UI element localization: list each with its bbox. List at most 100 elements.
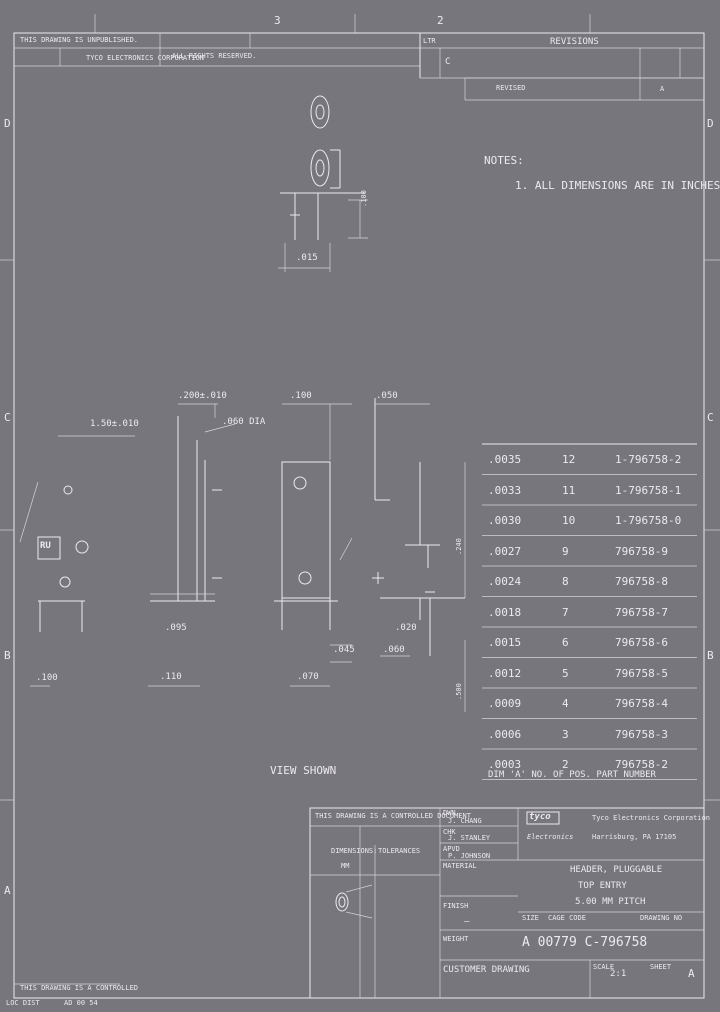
table-cell-part: 1-796758-2 bbox=[615, 453, 682, 466]
title-line-3: 5.00 MM PITCH bbox=[575, 897, 646, 907]
dim-070: .070 bbox=[297, 672, 319, 682]
zone-row-a: A bbox=[4, 884, 11, 897]
table-cell-pos: 9 bbox=[562, 544, 569, 558]
view-label: VIEW SHOWN bbox=[270, 764, 337, 777]
revision-date: A bbox=[660, 85, 665, 93]
unpublished-notice: THIS DRAWING IS UNPUBLISHED. bbox=[20, 36, 139, 44]
table-cell-dim: .0003 bbox=[488, 758, 522, 771]
dim-500-vertical: .500 bbox=[455, 683, 463, 700]
table-cell-pos: 2 bbox=[562, 758, 569, 771]
table-cell-dim: .0027 bbox=[488, 544, 522, 558]
table-cell-dim: .0030 bbox=[488, 514, 522, 527]
table-cell-part: 796758-4 bbox=[615, 697, 668, 710]
dim-060: .060 bbox=[383, 645, 405, 655]
zone-row-c: C bbox=[4, 411, 11, 424]
table-cell-part: 796758-6 bbox=[615, 636, 668, 649]
dim-015: .015 bbox=[296, 253, 318, 263]
revision-description: REVISED bbox=[496, 84, 526, 92]
sheet-label: SHEET bbox=[650, 963, 672, 971]
table-cell-pos: 10 bbox=[562, 514, 576, 527]
zone-row-b: B bbox=[4, 649, 11, 662]
dim-100-vertical: .100 bbox=[360, 190, 368, 207]
dim-095: .095 bbox=[165, 623, 187, 633]
table-cell-dim: .0018 bbox=[488, 605, 522, 619]
table-cell-pos: 5 bbox=[562, 666, 569, 680]
controlled-document-notice: THIS DRAWING IS A CONTROLLED DOCUMENT bbox=[315, 812, 471, 820]
appr-label: APVD bbox=[443, 845, 460, 853]
zone-row-d-right: D bbox=[707, 117, 714, 130]
table-cell-pos: 4 bbox=[562, 697, 569, 710]
table-cell-pos: 12 bbox=[562, 453, 576, 466]
customer-drawing: CUSTOMER DRAWING bbox=[443, 965, 530, 975]
table-cell-part: 796758-8 bbox=[615, 575, 668, 588]
chk-value: J. STANLEY bbox=[448, 834, 491, 842]
zone-column-2: 2 bbox=[437, 14, 444, 27]
table-cell-pos: 6 bbox=[562, 636, 569, 649]
company-city: Harrisburg, PA 17105 bbox=[592, 833, 677, 841]
drawing-no-label: DRAWING NO bbox=[640, 914, 683, 922]
tyco-logo: tyco bbox=[529, 812, 551, 822]
dim-240-vertical: .240 bbox=[455, 538, 463, 555]
company-name: Tyco Electronics Corporation bbox=[592, 814, 711, 822]
table-cell-dim: .0012 bbox=[488, 666, 522, 680]
dimensions-label: DIMENSIONS: bbox=[331, 847, 378, 855]
weight-label: WEIGHT bbox=[443, 935, 469, 943]
cage-label: CAGE CODE bbox=[548, 914, 586, 922]
table-cell-dim: .0035 bbox=[488, 453, 522, 466]
dim-110: .110 bbox=[160, 672, 182, 682]
table-cell-part: 796758-9 bbox=[615, 544, 668, 558]
revisions-title: REVISIONS bbox=[550, 37, 599, 47]
table-cell-dim: .0015 bbox=[488, 636, 522, 649]
revisions-ltr-header: LTR bbox=[423, 37, 436, 45]
table-cell-pos: 8 bbox=[562, 575, 569, 588]
company-notice: TYCO ELECTRONICS CORPORATION bbox=[86, 54, 205, 62]
revision-value: A bbox=[688, 967, 695, 980]
bottom-notice-3: AD 00 54 bbox=[64, 999, 98, 1007]
table-cell-pos: 7 bbox=[562, 605, 569, 619]
zone-column-3: 3 bbox=[274, 14, 281, 27]
chk-label: CHK bbox=[443, 828, 456, 836]
bottom-notice-1: THIS DRAWING IS A CONTROLLED bbox=[20, 984, 139, 992]
appr-value: P. JOHNSON bbox=[448, 852, 491, 860]
tolerances-label: TOLERANCES bbox=[378, 847, 421, 855]
table-cell-pos: 11 bbox=[562, 483, 576, 497]
table-cell-part: 796758-3 bbox=[615, 727, 668, 741]
table-cell-dim: .0033 bbox=[488, 483, 522, 497]
rights-notice: ALL RIGHTS RESERVED. bbox=[172, 52, 257, 60]
zone-row-b-right: B bbox=[707, 649, 714, 662]
table-cell-dim: .0006 bbox=[488, 727, 522, 741]
dim-060-dia: .060 DIA bbox=[222, 417, 266, 427]
dim-150: 1.50±.010 bbox=[90, 419, 139, 429]
scale-label: SCALE bbox=[593, 963, 615, 971]
notes-heading: NOTES: bbox=[484, 154, 524, 167]
dim-050: .050 bbox=[376, 391, 398, 401]
dim-045: .045 bbox=[333, 645, 355, 655]
table-cell-part: 1-796758-0 bbox=[615, 514, 682, 527]
table-cell-part: 1-796758-1 bbox=[615, 483, 682, 497]
table-cell-dim: .0009 bbox=[488, 697, 522, 710]
table-cell-pos: 3 bbox=[562, 727, 569, 741]
scale-value: 2:1 bbox=[610, 969, 627, 979]
zone-row-d: D bbox=[4, 117, 11, 130]
revision-letter: C bbox=[445, 57, 451, 67]
zone-row-c-right: C bbox=[707, 411, 714, 424]
table-cell-part: 796758-7 bbox=[615, 605, 668, 619]
title-line-2: TOP ENTRY bbox=[578, 881, 627, 891]
dwn-label: DWN bbox=[443, 809, 456, 817]
table-cell-dim: .0024 bbox=[488, 575, 522, 588]
mm-label: MM bbox=[341, 862, 350, 870]
dim-020: .020 bbox=[395, 623, 417, 633]
bottom-notice-2: LOC DIST bbox=[6, 999, 40, 1007]
dwn-value: J. CHANG bbox=[448, 817, 482, 825]
dim-100-top: .100 bbox=[290, 391, 312, 401]
electronics-logo: Electronics bbox=[527, 833, 574, 841]
title-line-1: HEADER, PLUGGABLE bbox=[570, 865, 663, 875]
dim-200: .200±.010 bbox=[178, 391, 227, 401]
note-item-1: 1. ALL DIMENSIONS ARE IN INCHES bbox=[515, 179, 720, 192]
drawing-number: A 00779 C-796758 bbox=[522, 935, 648, 950]
finish-value: — bbox=[464, 917, 470, 927]
table-footer: DIM 'A' NO. OF POS. PART NUMBER bbox=[488, 770, 656, 780]
dim-100-left: .100 bbox=[36, 673, 58, 683]
